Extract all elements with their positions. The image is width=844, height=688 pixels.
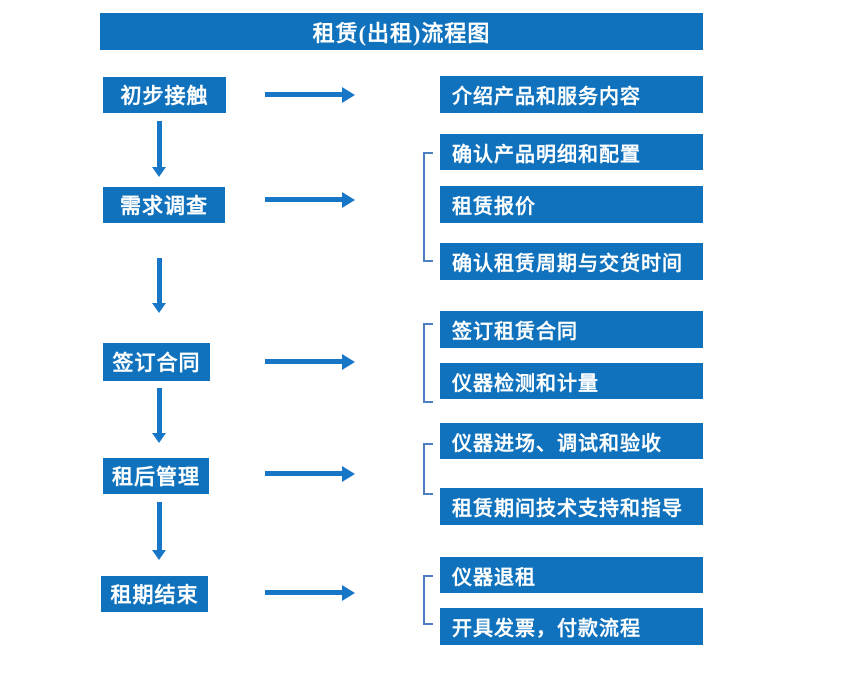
right-arrow-shaft bbox=[265, 92, 343, 97]
down-arrow-head bbox=[152, 433, 166, 443]
down-arrow-head bbox=[152, 303, 166, 313]
right-arrow-head bbox=[342, 466, 355, 482]
step-initial-contact: 初步接触 bbox=[103, 77, 226, 113]
bracket-connector bbox=[423, 152, 433, 262]
right-arrow-shaft bbox=[265, 590, 343, 595]
down-arrow-shaft bbox=[156, 388, 162, 434]
right-arrow-shaft bbox=[265, 359, 343, 364]
right-arrow-head bbox=[342, 192, 355, 208]
detail-instrument-return: 仪器退租 bbox=[440, 557, 703, 593]
detail-sign-rental-contract: 签订租赁合同 bbox=[440, 311, 703, 348]
right-arrow-icon bbox=[265, 87, 355, 103]
bracket-connector bbox=[423, 575, 433, 625]
step-sign-contract: 签订合同 bbox=[103, 343, 210, 381]
detail-introduce-products-services: 介绍产品和服务内容 bbox=[440, 76, 703, 113]
down-arrow-shaft bbox=[156, 121, 162, 168]
detail-technical-support: 租赁期间技术支持和指导 bbox=[440, 488, 703, 525]
step-rental-end: 租期结束 bbox=[101, 576, 208, 612]
down-arrow-shaft bbox=[156, 258, 162, 304]
bracket-connector bbox=[423, 443, 433, 495]
right-arrow-icon bbox=[265, 585, 355, 601]
flowchart-title: 租赁(出租)流程图 bbox=[100, 13, 703, 50]
down-arrow-head bbox=[152, 550, 166, 560]
right-arrow-shaft bbox=[265, 197, 343, 202]
right-arrow-icon bbox=[265, 466, 355, 482]
right-arrow-head bbox=[342, 354, 355, 370]
down-arrow-icon bbox=[152, 258, 166, 313]
down-arrow-shaft bbox=[156, 502, 162, 551]
right-arrow-shaft bbox=[265, 471, 343, 476]
right-arrow-head bbox=[342, 585, 355, 601]
step-demand-survey: 需求调查 bbox=[103, 187, 225, 223]
bracket-connector bbox=[423, 323, 433, 403]
detail-invoice-payment: 开具发票，付款流程 bbox=[440, 608, 703, 645]
detail-confirm-product-config: 确认产品明细和配置 bbox=[440, 134, 703, 170]
detail-instrument-inspection: 仪器检测和计量 bbox=[440, 363, 703, 399]
down-arrow-head bbox=[152, 167, 166, 177]
down-arrow-icon bbox=[152, 502, 166, 560]
right-arrow-head bbox=[342, 87, 355, 103]
detail-confirm-period-delivery: 确认租赁周期与交货时间 bbox=[440, 243, 703, 280]
down-arrow-icon bbox=[152, 121, 166, 177]
detail-rental-quotation: 租赁报价 bbox=[440, 186, 703, 223]
detail-instrument-setup-acceptance: 仪器进场、调试和验收 bbox=[440, 423, 703, 459]
right-arrow-icon bbox=[265, 354, 355, 370]
step-post-rental-management: 租后管理 bbox=[103, 458, 209, 494]
down-arrow-icon bbox=[152, 388, 166, 443]
right-arrow-icon bbox=[265, 192, 355, 208]
